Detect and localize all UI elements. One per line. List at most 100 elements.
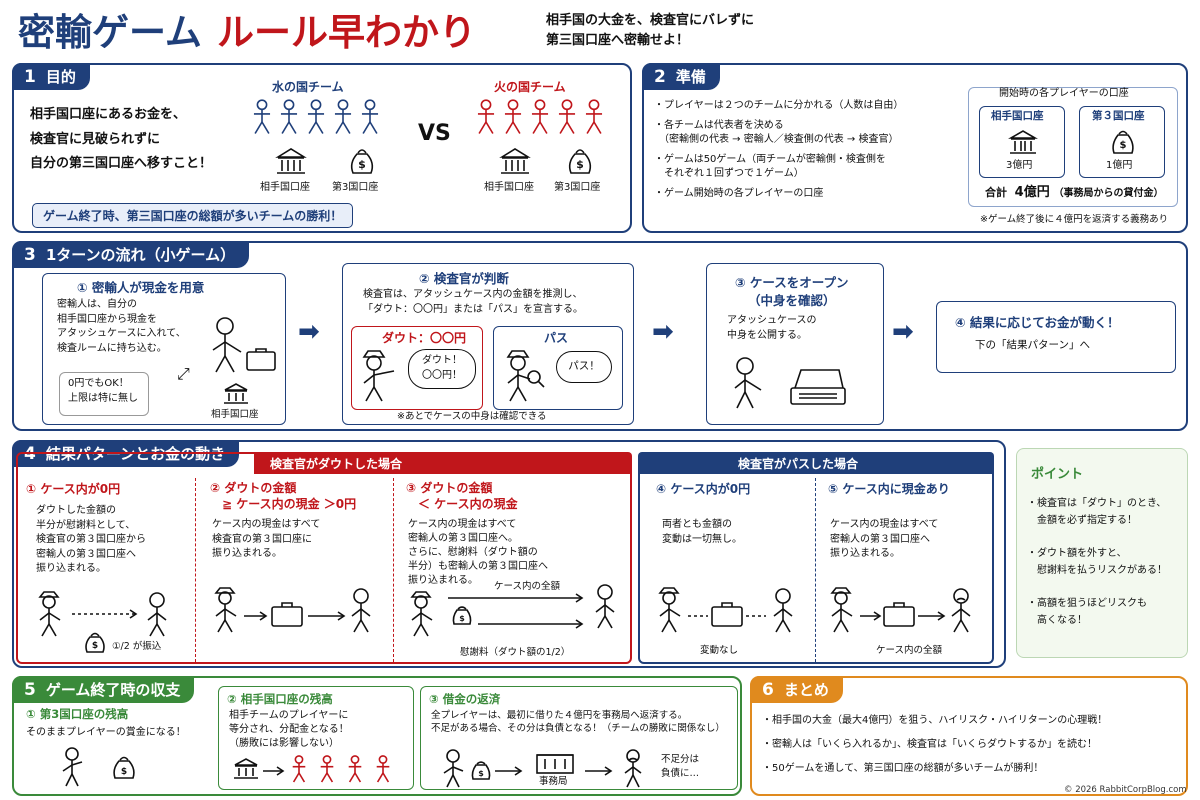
arrow-right-icon — [478, 619, 584, 629]
arrow-right-icon — [495, 766, 523, 776]
team-fire-label: 火の国チーム — [494, 80, 566, 94]
briefcase-icon — [711, 602, 743, 627]
arrow-right-icon — [308, 611, 346, 621]
bag-label: 第3国口座 — [554, 182, 601, 193]
inspector-person-icon — [38, 591, 61, 637]
bank-label: 相手国口座 — [484, 182, 534, 193]
double-arrow-icon: ⤢ — [177, 364, 190, 383]
inspector-person-icon — [410, 591, 433, 637]
setup-bullet: ・各チームは代表者を決める （密輸側の代表 → 密輸人／検査側の代表 → 検査官… — [654, 119, 899, 146]
case-4: ④ ケース内が0円 両者とも金額の 変動は一切無し。 変動なし — [644, 478, 816, 662]
money-bag-icon: $ — [568, 149, 592, 174]
case-2: ② ダウトの金額 ≧ ケース内の現金 ＞0円 ケース内の現金はすべて 検査官の第… — [198, 478, 394, 662]
accounts-title: 開始時の各プレイヤーの口座 — [999, 88, 1129, 99]
svg-text:$: $ — [459, 614, 465, 623]
bank-icon — [275, 148, 307, 174]
person-icon — [531, 99, 549, 134]
team-people-icon — [292, 755, 390, 783]
final-3: ③ 借金の返済 全プレイヤーは、最初に借りた４億円を事務局へ返済する。 不足があ… — [420, 686, 738, 790]
win-condition: ゲーム終了時、第三国口座の総額が多いチームの勝利！ — [32, 203, 354, 228]
setup-bullet: ・ゲームは50ゲーム（両チームが密輸側・検査側を それぞれ１回ずつで１ゲーム） — [654, 153, 886, 180]
person-icon — [504, 99, 522, 134]
water-team-people-icon — [253, 99, 379, 134]
bank-icon — [224, 383, 248, 404]
person-icon — [280, 99, 298, 134]
person-icon — [477, 99, 495, 134]
person-icon — [376, 755, 390, 783]
account-card-opponent: 相手国口座 3億円 — [979, 106, 1065, 178]
magnifier-icon — [527, 370, 545, 388]
smuggler-person-icon — [212, 317, 242, 373]
dashed-arrow-icon — [688, 615, 708, 617]
arrow-left-icon — [244, 611, 268, 621]
money-bag-icon: $ — [113, 756, 135, 779]
goal-text: 相手国口座にあるお金を、 検査官に見破られずに 自分の第三国口座へ移すこと！ — [30, 107, 213, 172]
person-icon — [147, 592, 167, 637]
setup-bullet: ・プレイヤーは２つのチームに分かれる（人数は自由） — [654, 100, 904, 111]
briefcase-icon — [271, 602, 303, 627]
title-sub: ルール早わかり — [216, 11, 476, 54]
svg-text:$: $ — [121, 767, 127, 777]
team-water-label: 水の国チーム — [272, 80, 344, 94]
arrow-right-icon: ➡ — [298, 317, 320, 347]
person-icon — [558, 99, 576, 134]
svg-text:$: $ — [478, 769, 484, 778]
person-icon — [334, 99, 352, 134]
money-bag-icon: $ — [350, 149, 374, 174]
final-1: ① 第3国口座の残高 そのままプレイヤーの賞金になる！ $ — [20, 706, 214, 792]
briefcase-icon — [883, 602, 915, 627]
person-icon — [361, 99, 379, 134]
svg-text:$: $ — [1120, 140, 1127, 151]
step-1-card: ① 密輸人が現金を用意 密輸人は、自分の 相手国口座から現金を アタッシュケース… — [42, 273, 286, 425]
person-icon — [348, 755, 362, 783]
bank-icon — [234, 758, 258, 779]
arrow-right-icon: ➡ — [652, 317, 674, 347]
arrow-right-icon: ➡ — [892, 317, 914, 347]
person-icon — [773, 588, 793, 633]
dashed-arrow-icon — [72, 609, 138, 619]
pass-header: 検査官がパスした場合 — [638, 452, 994, 474]
repay-footnote: ※ゲーム終了後に４億円を返済する義務あり — [980, 214, 1169, 225]
worried-person-icon — [624, 749, 642, 788]
dashed-arrow-icon — [746, 615, 766, 617]
page-title: 密輸ゲーム ルール早わかり — [18, 2, 476, 54]
arrow-right-icon — [585, 766, 613, 776]
arrow-right-icon — [918, 611, 946, 621]
arrow-right-icon — [860, 611, 882, 621]
person-icon — [443, 749, 464, 788]
final-2: ② 相手国口座の残高 相手チームのプレイヤーに 等分され、分配金となる！ （勝敗… — [218, 686, 414, 790]
svg-text:$: $ — [92, 641, 98, 651]
starting-accounts: 開始時の各プレイヤーの口座 相手国口座 3億円 第３国口座 $ 1億円 合計 4… — [968, 87, 1178, 207]
money-bag-icon: $ — [85, 632, 105, 653]
arrow-right-icon — [448, 593, 584, 603]
person-icon — [351, 588, 371, 633]
pass-option: パス パス！ — [493, 326, 623, 410]
case-3: ③ ダウトの金額 ＜ ケース内の現金 ケース内の現金はすべて 密輸人の第３国口座… — [398, 478, 630, 662]
inspector-person-icon — [830, 587, 853, 633]
title-main: 密輸ゲーム — [18, 11, 202, 54]
svg-text:$: $ — [358, 158, 366, 171]
vs-label: VS — [418, 121, 451, 146]
person-icon — [595, 584, 615, 629]
zero-ok-note: 0円でもOK！ 上限は特に無し — [59, 372, 149, 416]
step-2-card: ② 検査官が判断 検査官は、アタッシュケース内の金額を推測し、 「ダウト：〇〇円… — [342, 263, 634, 425]
briefcase-icon — [246, 348, 276, 371]
total-row: 合計 4億円 （事務局からの貸付金） — [985, 185, 1164, 200]
worried-person-icon — [951, 588, 971, 633]
bank-icon — [499, 148, 531, 174]
setup-bullet: ・ゲーム開始時の各プレイヤーの口座 — [654, 187, 824, 199]
person-icon — [307, 99, 325, 134]
bag-label: 第3国口座 — [332, 182, 379, 193]
copyright: © 2026 RabbitCorpBlog.com — [1064, 785, 1187, 795]
doubt-group: 検査官がダウトした場合 ① ケース内が0円 ダウトした金額の 半分が慰謝料として… — [16, 452, 632, 664]
doubt-option: ダウト：〇〇円 ダウト！ 〇〇円！ — [351, 326, 483, 410]
